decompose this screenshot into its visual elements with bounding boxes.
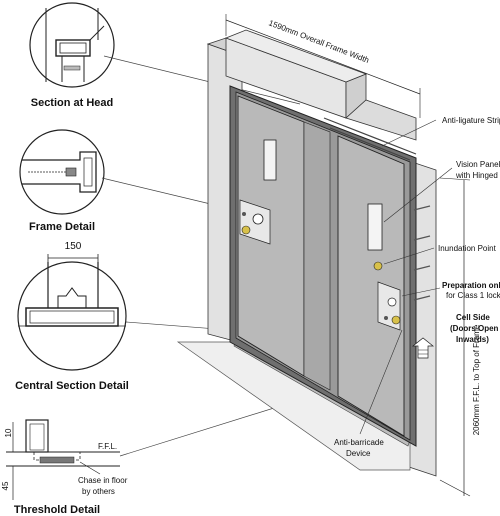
preparation-label-line1: Preparation only — [442, 281, 500, 290]
inundation-point-label: Inundation Point — [438, 244, 497, 253]
frame-detail: Frame Detail — [19, 129, 105, 233]
anti-barricade-label-line2: Device — [346, 449, 371, 458]
threshold-dim-top: 10 — [4, 428, 13, 437]
callout-leaders — [359, 119, 453, 435]
inundation-point-icon — [373, 261, 383, 271]
threshold-detail: 10 45 F.F.L. Chase in floor by others Th… — [1, 419, 128, 516]
anti-barricade-label-line1: Anti-barricade — [334, 438, 384, 447]
chase-label-line1: Chase in floor — [78, 476, 128, 485]
chase-label-line2: by others — [82, 487, 115, 496]
central-width-dimension: 150 — [65, 241, 82, 252]
right-lock-icon — [391, 315, 401, 325]
left-door-leaf — [237, 95, 331, 391]
cell-side-arrow — [412, 337, 434, 359]
frame-detail-label: Frame Detail — [29, 221, 95, 233]
threshold-dim-bottom: 45 — [1, 481, 10, 490]
cell-side-label-line1: Cell Side — [456, 313, 490, 322]
right-door-leaf — [337, 135, 405, 437]
cell-side-label-line2: (Doors Open — [450, 324, 499, 333]
height-dimension: 2060mm F.F.L. to Top of Frame — [439, 177, 481, 497]
section-at-head-detail: Section at Head — [29, 2, 115, 109]
section-at-head-label: Section at Head — [31, 97, 114, 109]
right-vision-panel — [367, 203, 383, 251]
left-vision-panel — [263, 139, 277, 181]
height-dimension-label: 2060mm F.F.L. to Top of Frame — [472, 324, 481, 435]
vision-panel-label-line2: with Hinged Flap — [455, 171, 500, 180]
anti-ligature-strips — [323, 117, 417, 161]
cell-side-label-line3: Inwards) — [456, 335, 489, 344]
anti-ligature-strips-label: Anti-ligature Strips — [442, 116, 500, 125]
left-lock-icon — [241, 225, 251, 235]
vision-panel-label-line1: Vision Panel — [456, 160, 500, 169]
preparation-label-line2: for Class 1 lock — [446, 291, 500, 300]
central-section-label: Central Section Detail — [15, 380, 129, 392]
wall-fixings — [413, 205, 431, 301]
central-section-detail: 150 Central Section Detail — [15, 241, 129, 392]
threshold-detail-label: Threshold Detail — [14, 504, 100, 516]
ffl-label: F.F.L. — [98, 442, 117, 451]
